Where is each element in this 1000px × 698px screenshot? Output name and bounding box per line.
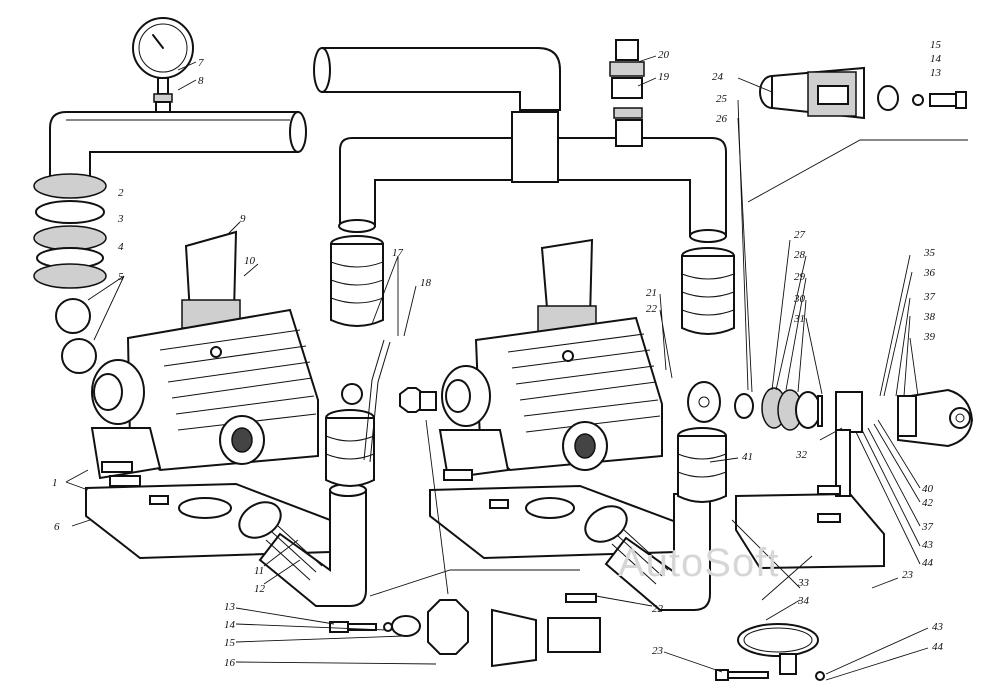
- callout-15-top: 15: [930, 39, 942, 51]
- callout-34: 34: [797, 595, 810, 607]
- callout-35: 35: [923, 247, 936, 259]
- check-valve-fitting: [609, 39, 645, 147]
- left-pipe-assembly: [33, 111, 307, 374]
- callout-2: 2: [118, 187, 124, 199]
- callout-43: 43: [922, 539, 934, 551]
- hydraulic-motor: [897, 388, 974, 448]
- callout-7: 7: [198, 57, 204, 69]
- callout-5: 5: [118, 271, 124, 283]
- watermark-text: AutoSoft: [618, 541, 779, 585]
- callout-labels: 1 2 3 4 5 6 7 8 9 10 11 12 13 14 15 16 1…: [52, 39, 944, 669]
- callout-28: 28: [794, 249, 806, 261]
- callout-26: 26: [716, 113, 728, 125]
- drive-chain: [341, 339, 437, 463]
- right-base-bracket: [735, 429, 885, 570]
- callout-12: 12: [254, 583, 266, 595]
- callout-23: 23: [902, 569, 914, 581]
- callout-32: 32: [795, 449, 808, 461]
- center-base-plate: [429, 469, 677, 560]
- center-pump: [438, 238, 663, 480]
- callout-17: 17: [392, 247, 404, 259]
- callout-21: 21: [646, 287, 657, 299]
- bottom-exploded-parts: [329, 593, 601, 668]
- callout-20: 20: [658, 49, 670, 61]
- callout-22: 22: [646, 303, 658, 315]
- callout-9: 9: [240, 213, 246, 225]
- callout-23-lower: 23: [652, 645, 664, 657]
- callout-15: 15: [224, 637, 236, 649]
- callout-43-lower: 43: [932, 621, 944, 633]
- callout-41: 41: [742, 451, 753, 463]
- callout-13: 13: [224, 601, 236, 613]
- callout-40: 40: [922, 483, 934, 495]
- leader-lines: [65, 55, 968, 681]
- callout-14: 14: [224, 619, 236, 631]
- callout-3: 3: [117, 213, 124, 225]
- center-lower-pipe: [584, 493, 711, 611]
- callout-42: 42: [922, 497, 934, 509]
- callout-8: 8: [198, 75, 204, 87]
- callout-14-top: 14: [930, 53, 942, 65]
- callout-36: 36: [923, 267, 936, 279]
- callout-38: 38: [923, 311, 936, 323]
- left-pump: [90, 230, 319, 480]
- callout-13-top: 13: [930, 67, 942, 79]
- callout-29: 29: [794, 271, 806, 283]
- callout-39: 39: [923, 331, 936, 343]
- upper-u-pipe: [313, 47, 727, 243]
- callout-33: 33: [797, 577, 810, 589]
- clamp-ring: [715, 623, 825, 681]
- center-bellows-hose: [677, 247, 735, 503]
- callout-19: 19: [658, 71, 670, 83]
- callout-4: 4: [118, 241, 124, 253]
- callout-22-lower: 22: [652, 603, 664, 615]
- callout-18: 18: [420, 277, 432, 289]
- callout-30: 30: [793, 293, 806, 305]
- callout-25: 25: [716, 93, 728, 105]
- callout-16: 16: [224, 657, 236, 669]
- callout-24: 24: [712, 71, 724, 83]
- callout-11: 11: [254, 565, 264, 577]
- callout-37: 37: [923, 291, 936, 303]
- left-bellows-hose: [325, 235, 384, 487]
- callout-44-lower: 44: [932, 641, 944, 653]
- callout-37-lower: 37: [921, 521, 934, 533]
- callout-31: 31: [793, 313, 805, 325]
- shaft-coupling: [687, 381, 863, 433]
- callout-6: 6: [54, 521, 60, 533]
- callout-44: 44: [922, 557, 934, 569]
- callout-1: 1: [52, 477, 58, 489]
- callout-27: 27: [794, 229, 806, 241]
- callout-10: 10: [244, 255, 256, 267]
